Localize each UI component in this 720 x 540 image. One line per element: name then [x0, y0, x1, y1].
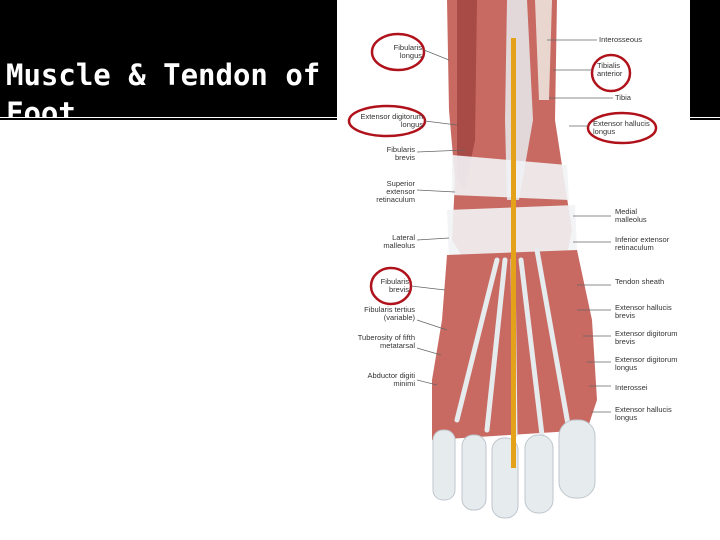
midline-indicator	[511, 38, 516, 468]
label-fibularis-brevis: Fibularis brevis	[386, 145, 415, 162]
title-divider-right	[678, 117, 720, 118]
fibularis-muscle	[457, 0, 477, 190]
label-interosseous: Interosseous	[599, 35, 642, 44]
label-highlights	[347, 32, 658, 306]
label-tibialis-anterior: Tibialis anterior	[597, 61, 623, 78]
label-fibularis-longus: Fibularis longus	[393, 43, 422, 60]
label-extensor-digitorum-longus-right: Extensor digitorum longus	[615, 355, 678, 372]
slide-title: Muscle & Tendon of Foot	[6, 58, 321, 118]
label-extensor-digitorum-brevis: Extensor digitorum brevis	[615, 329, 678, 346]
label-lateral-malleolus: Lateral malleolus	[383, 233, 415, 250]
label-extensor-digitorum-longus: Extensor digitorum longus	[360, 112, 423, 129]
label-extensor-hallucis-longus-right: Extensor hallucis longus	[615, 405, 672, 422]
label-tendon-sheath: Tendon sheath	[615, 277, 665, 286]
leader-lines	[410, 39, 613, 413]
label-inferior-extensor-retinaculum: Inferior extensor retinaculum	[615, 235, 670, 252]
label-extensor-hallucis-longus: Extensor hallucis longus	[593, 119, 650, 136]
label-superior-extensor-retinaculum: Superior extensor retinaculum	[376, 179, 415, 204]
anatomy-figure: Fibularis longus Extensor digitorum long…	[337, 0, 690, 540]
label-abductor-digiti-minimi: Abductor digiti minimi	[367, 371, 415, 388]
label-fibularis-brevis-2: Fibularis brevis	[380, 277, 409, 294]
label-tibia: Tibia	[615, 93, 631, 102]
title-divider	[0, 117, 345, 118]
title-divider-secondary	[0, 122, 345, 123]
label-interossei: Interossei	[615, 383, 648, 392]
title-divider-right-secondary	[678, 122, 720, 123]
label-tuberosity-fifth-metatarsal: Tuberosity of fifth metatarsal	[357, 333, 415, 350]
label-medial-malleolus: Medial malleolus	[615, 207, 647, 224]
label-extensor-hallucis-brevis: Extensor hallucis brevis	[615, 303, 672, 320]
superior-retinaculum	[452, 155, 569, 200]
tibia-surface	[535, 0, 552, 100]
foot-illustration	[337, 0, 690, 540]
label-fibularis-tertius: Fibularis tertius (variable)	[364, 305, 415, 322]
